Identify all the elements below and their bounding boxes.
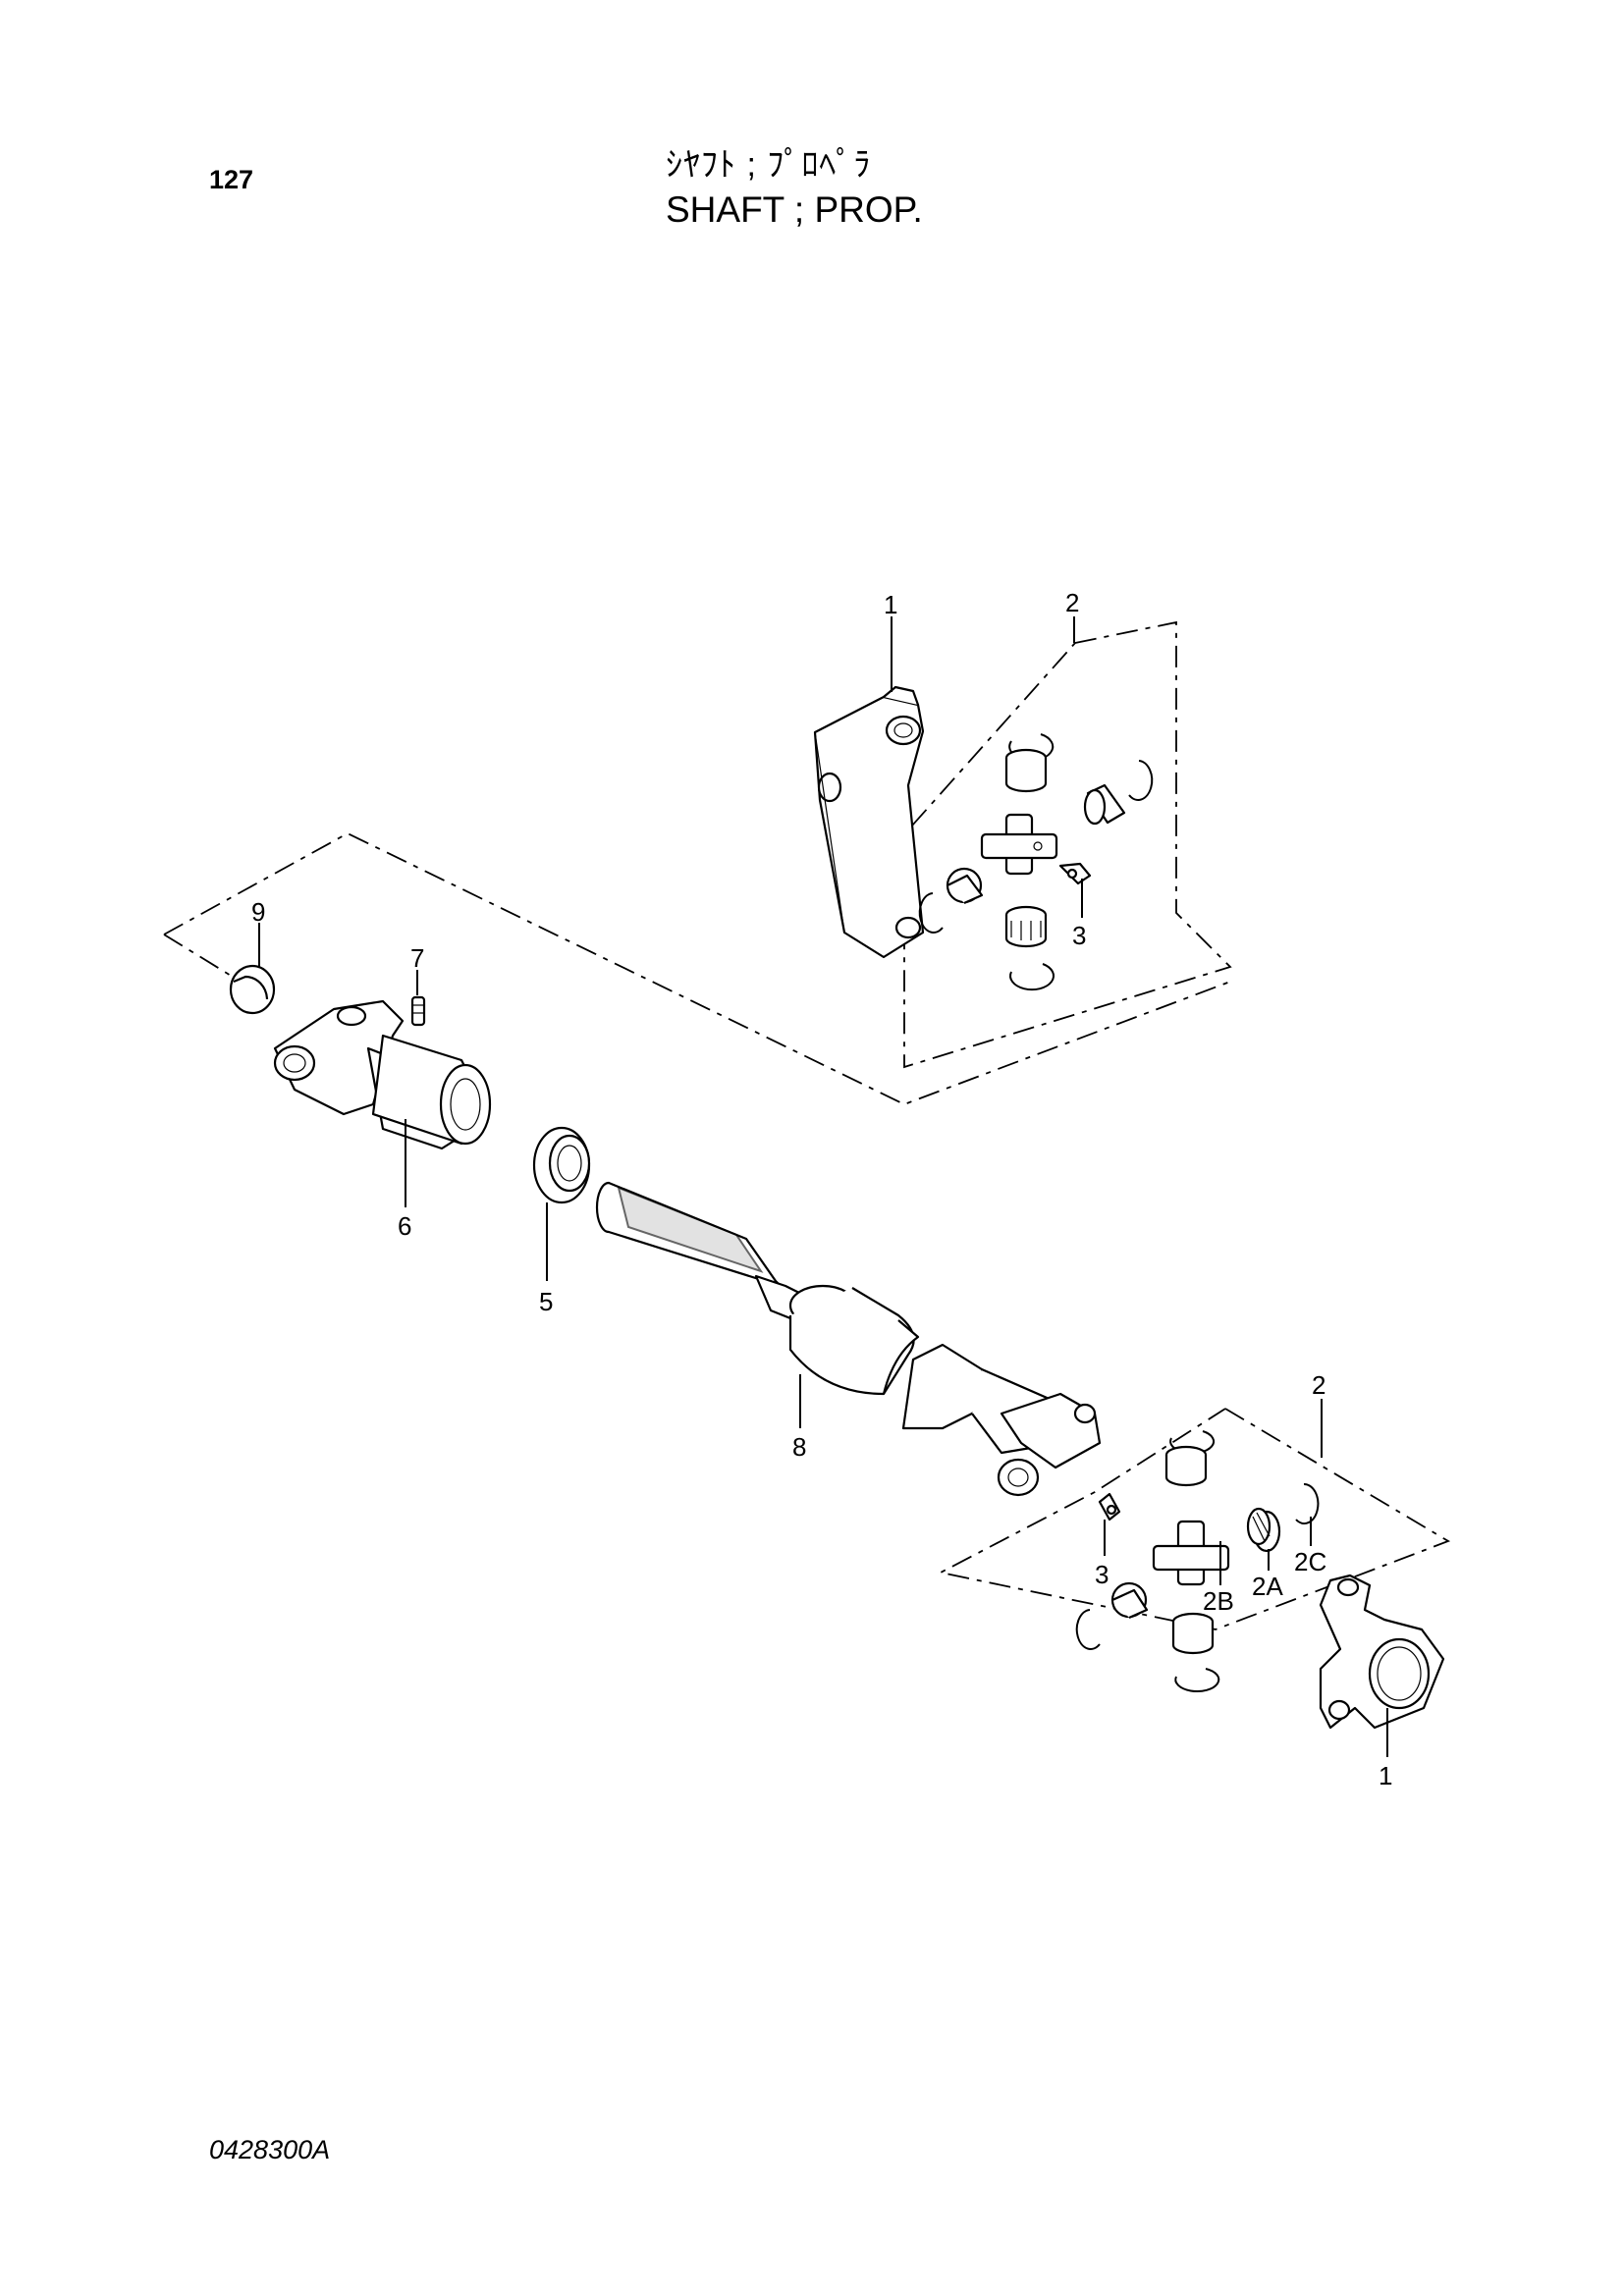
group-outline-top-kit <box>903 620 1232 1069</box>
bearing-cup-bottom-lower <box>1171 1612 1215 1655</box>
snap-ring-top-right <box>1128 760 1154 801</box>
oil-seal <box>532 1126 591 1204</box>
callout-1-top: 1 <box>884 590 897 619</box>
grease-fitting-top <box>1058 862 1092 885</box>
bolt <box>410 995 426 1027</box>
callout-2C: 2C <box>1294 1547 1326 1576</box>
page-number: 127 <box>209 165 254 194</box>
bearing-cup-top-lower <box>1004 905 1048 948</box>
snap-ring-bottom-left <box>1075 1609 1101 1650</box>
callout-6: 6 <box>398 1211 411 1241</box>
callout-2-top: 2 <box>1065 588 1079 617</box>
bearing-cup-bottom-left <box>1110 1581 1149 1620</box>
bearing-cup-top-upper <box>1004 748 1048 793</box>
spider-cross-bottom <box>1152 1520 1230 1586</box>
group-outline-bottom-kit <box>938 1408 1451 1630</box>
callout-2A: 2A <box>1252 1572 1283 1601</box>
page-title-english: SHAFT ; PROP. <box>666 189 923 230</box>
snap-ring-top-left <box>918 892 944 934</box>
callout-2B: 2B <box>1203 1586 1234 1616</box>
callout-3-bottom: 3 <box>1095 1560 1109 1589</box>
snap-ring-top-lower <box>1009 963 1055 991</box>
snap-ring-bottom-right <box>1295 1482 1320 1524</box>
leader-lines <box>258 616 1388 1757</box>
propeller-shaft-tube <box>595 1181 1102 1497</box>
needle-bearing-bottom-right <box>1246 1507 1281 1553</box>
callout-8: 8 <box>792 1432 806 1462</box>
callout-9: 9 <box>251 897 265 927</box>
callout-5: 5 <box>539 1287 553 1316</box>
page-title-japanese: ｼﾔﾌﾄ ; ﾌﾟﾛﾍﾟﾗ <box>666 146 872 184</box>
callout-2-bottom: 2 <box>1312 1370 1325 1400</box>
callout-1-bottom: 1 <box>1379 1761 1392 1790</box>
grease-fitting-bottom <box>1098 1492 1121 1522</box>
flange-yoke-top <box>813 685 925 959</box>
drawing-code: 0428300A <box>209 2135 331 2164</box>
bearing-cup-bottom-upper <box>1164 1445 1208 1487</box>
bearing-cup-top-left <box>946 867 984 905</box>
flange-yoke-bottom <box>1319 1574 1445 1730</box>
callout-3-top: 3 <box>1072 921 1086 950</box>
slip-yoke <box>273 999 492 1150</box>
callout-7: 7 <box>410 943 424 973</box>
snap-ring-bottom-lower <box>1174 1668 1220 1692</box>
group-outline-shaft-assembly <box>163 831 1231 1105</box>
expansion-plug <box>229 964 276 1015</box>
bearing-cup-top-right <box>1083 783 1126 826</box>
spider-cross-top <box>980 813 1058 876</box>
